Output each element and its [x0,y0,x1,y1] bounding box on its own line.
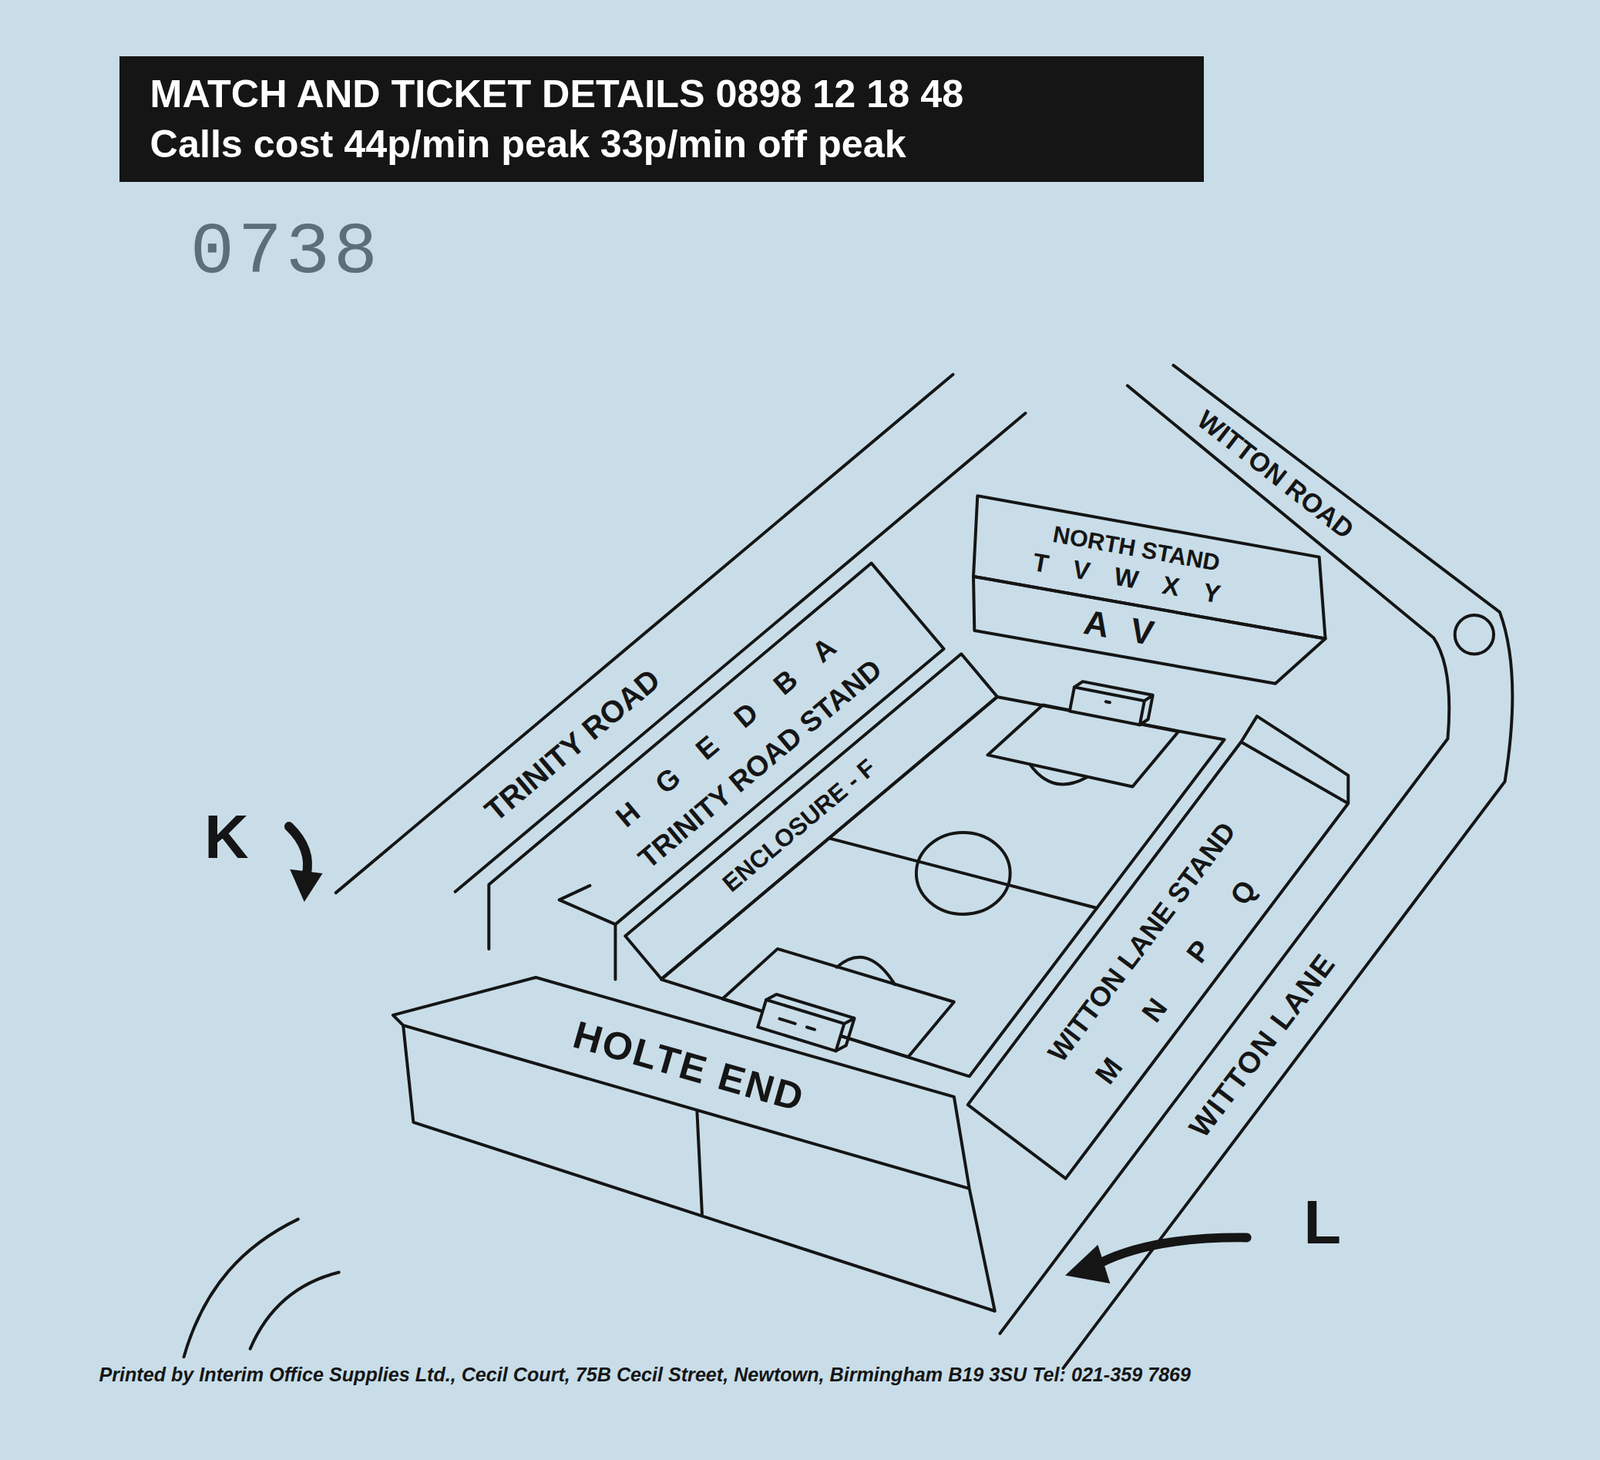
stand-outline [393,977,995,1311]
serial-number: 0738 [190,208,382,297]
stand-block: NORTH STANDT V W X YA V [1015,515,1241,683]
entrance-letter: L [1304,1185,1342,1259]
goal [1069,679,1153,727]
halfway-line [829,837,1097,908]
road-curve [250,1271,340,1348]
block-letters: A V [1078,587,1167,672]
entrance-letter: K [204,800,249,874]
road-line [1062,365,1513,1369]
road-name: WITTON ROAD [1190,403,1360,546]
road-line [999,385,1449,1334]
penalty-arc [1030,765,1087,785]
road-curve [184,1219,299,1358]
centre-circle [916,832,1011,915]
arrow-head [289,869,323,902]
penalty-arc [836,957,895,985]
info-band: MATCH AND TICKET DETAILS 0898 12 18 48Ca… [119,56,1204,182]
band-text: Calls cost 44p/min peak 33p/min off peak [150,118,907,169]
stand-outline [968,715,1349,1179]
entry-arrow [289,826,308,876]
band-heading: MATCH AND TICKET DETAILS 0898 12 18 48 [150,68,965,119]
road-line [336,374,954,893]
printer-note: Printed by Interim Office Supplies Ltd.,… [98,1362,1191,1386]
roundabout [1455,615,1494,654]
entry-arrow [1099,1236,1248,1263]
arrow-head [1065,1244,1110,1284]
